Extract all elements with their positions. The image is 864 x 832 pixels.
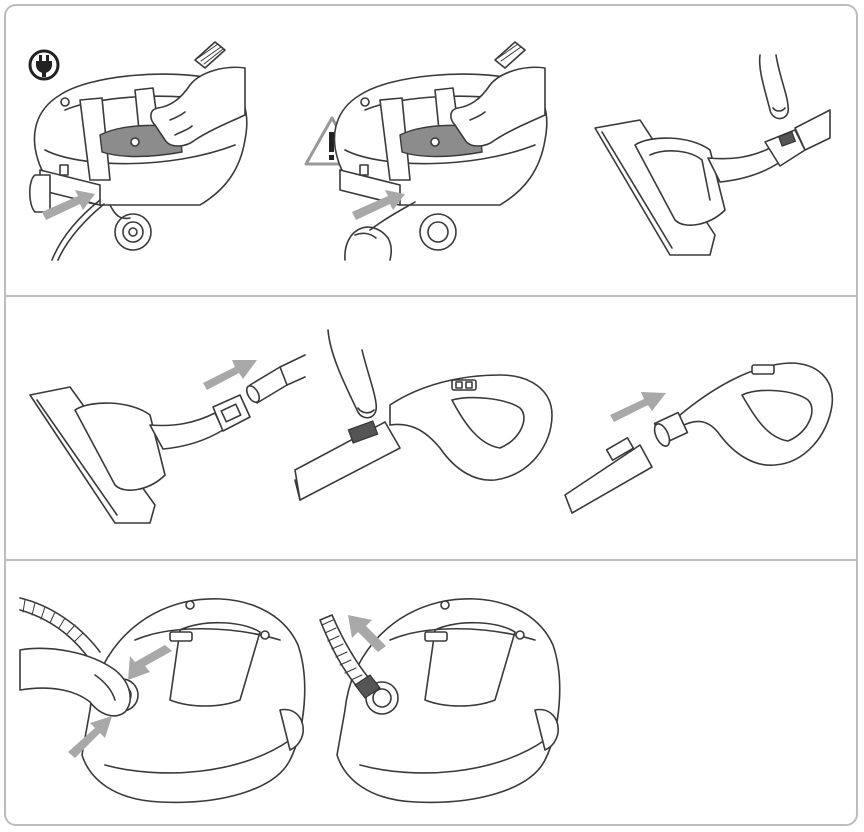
step-plug-in-power <box>28 41 248 261</box>
hose <box>319 614 381 699</box>
step-caution-unplug <box>304 41 548 261</box>
insert-arrow <box>128 645 172 680</box>
row-divider <box>4 295 858 297</box>
cord-hand <box>344 201 416 261</box>
control-buttons <box>424 631 448 642</box>
hose-top <box>494 41 526 69</box>
push-arrow <box>68 716 112 758</box>
tube <box>564 437 653 514</box>
floor-nozzle <box>594 119 726 256</box>
control-buttons <box>169 631 193 642</box>
hose <box>19 597 101 661</box>
finger <box>327 329 378 419</box>
floor-nozzle <box>29 386 166 524</box>
tube-release-button <box>347 420 379 444</box>
direction-arrow <box>610 392 666 422</box>
insert-arrow <box>352 190 405 220</box>
nozzle-neck <box>707 109 831 183</box>
step-remove-hose <box>319 598 561 804</box>
insert-arrow <box>42 190 95 220</box>
step-attach-tube-handle <box>564 362 834 514</box>
hand <box>150 66 246 147</box>
tube <box>294 421 401 501</box>
nozzle-neck <box>149 394 251 450</box>
hose-top <box>194 41 226 69</box>
release-button <box>777 131 797 147</box>
step-press-tube-release <box>294 329 553 501</box>
vacuum-body <box>336 598 561 804</box>
power-cord <box>51 199 105 261</box>
step-attach-nozzle-tube <box>29 354 306 524</box>
finger <box>758 54 790 120</box>
direction-arrow <box>203 360 257 390</box>
handle <box>389 374 553 481</box>
step-nozzle-release <box>594 54 831 256</box>
remove-arrow <box>348 615 386 652</box>
step-insert-hose <box>19 597 306 804</box>
hand <box>450 66 546 147</box>
vacuum-body <box>28 73 248 251</box>
power-plug-icon <box>28 49 60 81</box>
handle <box>653 362 834 466</box>
tube-end <box>245 354 306 404</box>
hand <box>19 647 131 717</box>
row-divider <box>4 559 858 561</box>
